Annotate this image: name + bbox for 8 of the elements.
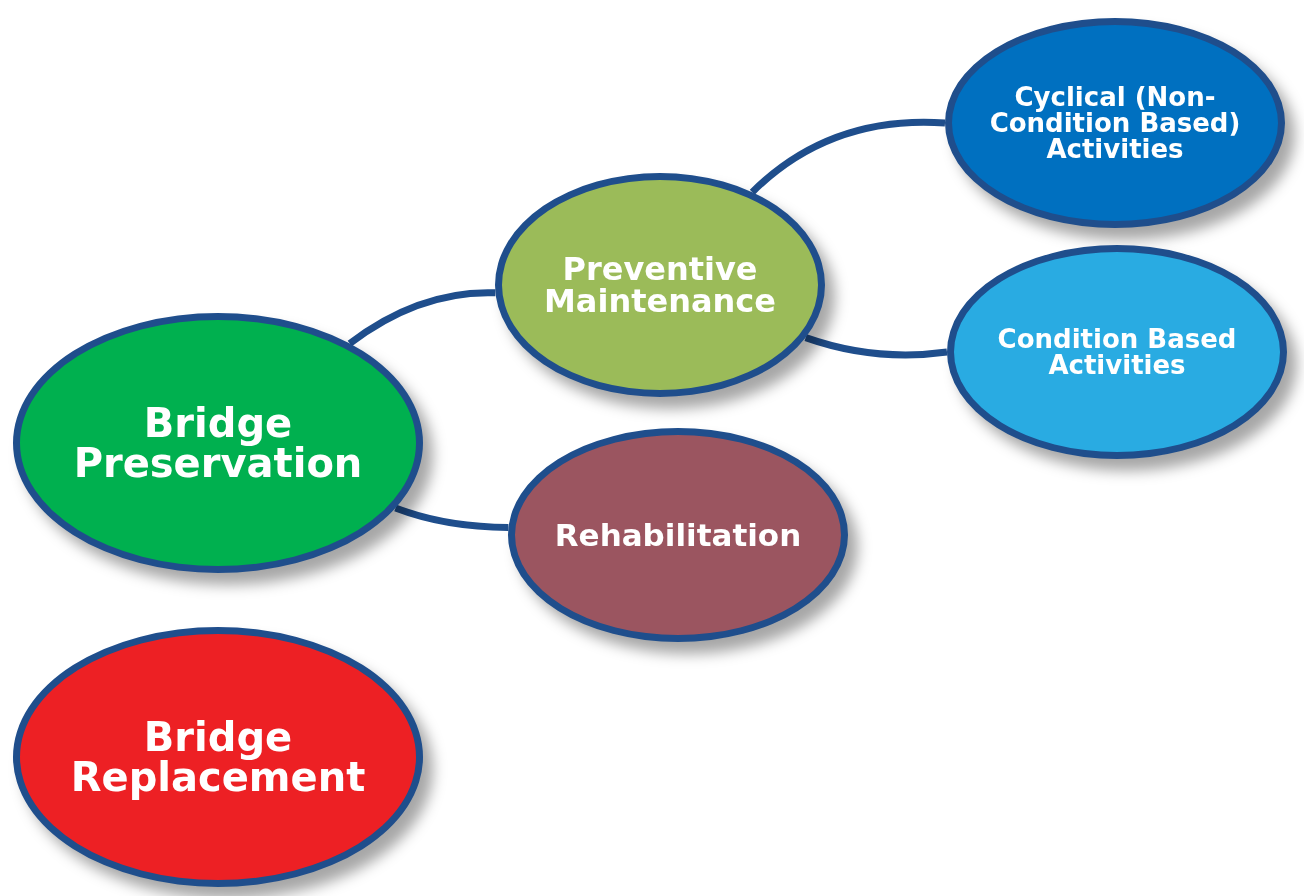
connector-line xyxy=(347,289,496,347)
node-label: Rehabilitation xyxy=(554,519,802,551)
node-label: Condition Based Activities xyxy=(996,326,1238,378)
connector-line xyxy=(749,118,946,195)
node-label: Preventive Maintenance xyxy=(543,253,777,317)
node-label: Bridge Preservation xyxy=(72,403,364,483)
node-label: Cyclical (Non-Condition Based) Activities xyxy=(988,84,1242,162)
connector-line xyxy=(394,504,509,532)
